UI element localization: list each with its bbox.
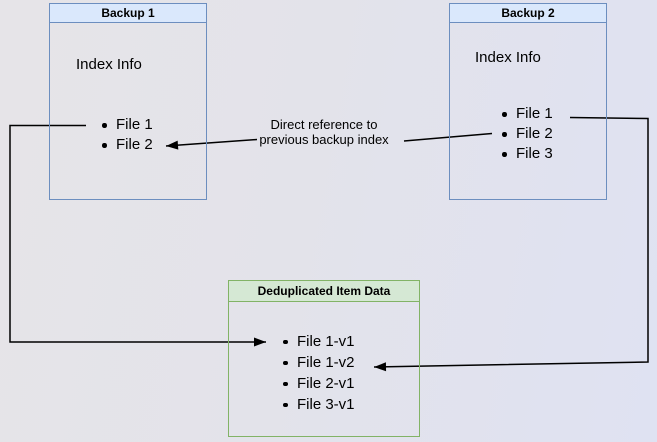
list-item: File 3-v1: [283, 394, 355, 415]
annotation-direct-reference: Direct reference to previous backup inde…: [259, 117, 389, 147]
dedup-title: Deduplicated Item Data: [229, 281, 419, 302]
backup1-title: Backup 1: [50, 4, 206, 23]
list-item: File 2-v1: [283, 373, 355, 394]
list-item: File 2: [502, 124, 553, 144]
backup2-title: Backup 2: [450, 4, 606, 23]
backup2-index-info-label: Index Info: [475, 49, 541, 66]
list-item: File 1-v1: [283, 331, 355, 352]
list-item: File 1-v2: [283, 352, 355, 373]
list-item: File 2: [102, 135, 153, 155]
list-item: File 3: [502, 144, 553, 164]
list-item: File 1: [502, 104, 553, 124]
list-item: File 1: [102, 115, 153, 135]
backup1-index-info-label: Index Info: [76, 56, 142, 73]
